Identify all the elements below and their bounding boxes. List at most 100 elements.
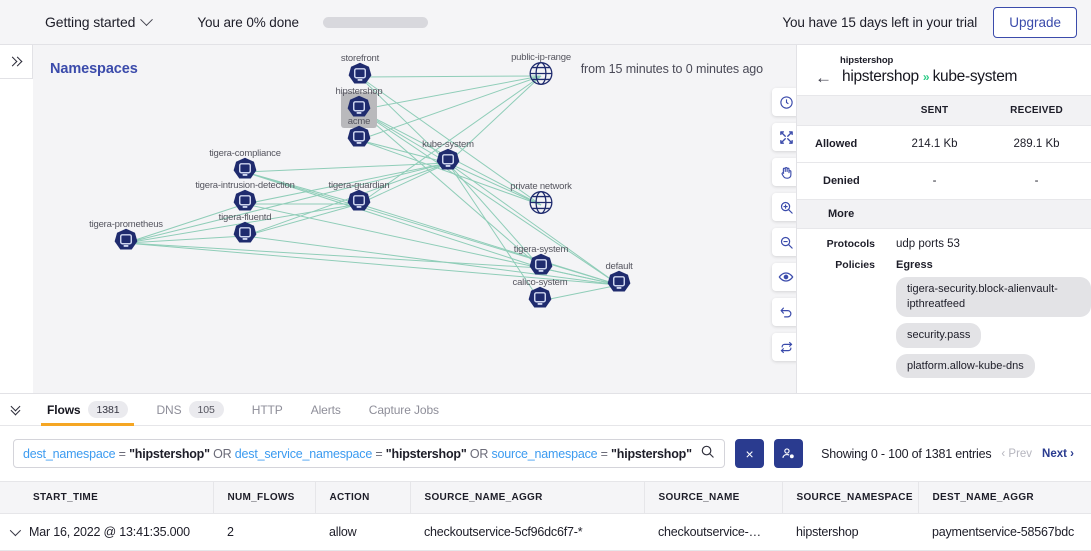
column-header-source_namespace[interactable]: SOURCE_NAMESPACE (782, 481, 919, 514)
upgrade-button[interactable]: Upgrade (993, 6, 1077, 38)
clear-filter-button[interactable]: × (735, 439, 765, 468)
graph-edge (125, 242, 620, 286)
node-label-hipstershop: hipstershop (335, 86, 383, 97)
policy-pill[interactable]: tigera-security.block-alienvault-ipthrea… (896, 277, 1091, 317)
policies-direction: Egress (896, 259, 933, 271)
row-expand-icon[interactable] (9, 524, 22, 537)
column-header-dest_name_aggr[interactable]: DEST_NAME_AGGR (918, 481, 1091, 514)
graph-toolbar (772, 88, 796, 361)
tab-capture-jobs[interactable]: Capture Jobs (355, 394, 453, 426)
query-token: "hipstershop" (129, 446, 210, 461)
node-label-tigera-prometheus: tigera-prometheus (89, 219, 163, 230)
graph-edge (244, 171, 542, 269)
sidebar-expand-button[interactable] (0, 45, 33, 79)
graph-node-public-ip-range[interactable] (528, 61, 554, 92)
detail-header: hipstershop ← hipstershop » kube-system (797, 45, 1091, 95)
column-header-start_time[interactable]: START_TIME (0, 481, 214, 514)
graph-node-acme[interactable] (346, 125, 372, 156)
policies-values: Egress tigera-security.block-alienvault-… (875, 259, 1091, 379)
column-header-source_name[interactable]: SOURCE_NAME (644, 481, 783, 514)
flow-detail-panel: hipstershop ← hipstershop » kube-system … (796, 45, 1091, 393)
graph-edge (125, 235, 246, 244)
graph-edge (358, 139, 542, 206)
cell-source_name: checkoutservice-… (644, 513, 782, 551)
tab-alerts[interactable]: Alerts (297, 394, 355, 426)
node-label-tigera-fluentd: tigera-fluentd (218, 212, 272, 223)
top-bar-left: Getting started You are 0% done (0, 12, 428, 30)
col-sent: SENT (887, 95, 983, 126)
graph-edge (358, 162, 449, 205)
column-header-source_name_aggr[interactable]: SOURCE_NAME_AGGR (410, 481, 645, 514)
search-icon[interactable] (694, 444, 715, 464)
cell-start_time: Mar 16, 2022 @ 13:41:35.000 (0, 513, 213, 551)
graph-edge (540, 267, 620, 286)
zoom-in-icon[interactable] (772, 193, 796, 221)
graph-node-kube-system[interactable] (435, 148, 461, 179)
graph-edge-layer (125, 75, 620, 302)
query-token: dest_service_namespace (234, 446, 373, 461)
cell-source_namespace: hipstershop (782, 513, 918, 551)
node-label-calico-system: calico-system (512, 277, 568, 288)
graph-node-tigera-intrusion-detection[interactable] (232, 189, 258, 220)
graph-node-tigera-prometheus[interactable] (113, 228, 139, 259)
expand-icon[interactable] (772, 123, 796, 151)
graph-node-private-network[interactable] (528, 190, 554, 221)
query-token: = (115, 446, 130, 461)
pagination: Showing 0 - 100 of 1381 entries ‹ Prev N… (821, 447, 1078, 461)
column-header-action[interactable]: ACTION (315, 481, 411, 514)
node-label-tigera-compliance: tigera-compliance (209, 148, 281, 159)
save-filter-button[interactable] (774, 439, 804, 468)
node-label-tigera-intrusion-detection: tigera-intrusion-detection (195, 180, 295, 191)
graph-node-default[interactable] (606, 270, 632, 301)
search-input[interactable]: dest_namespace = "hipstershop" OR dest_s… (13, 439, 726, 468)
allowed-received: 289.1 Kb (982, 125, 1091, 163)
service-graph-panel[interactable]: Namespaces from 15 minutes to 0 minutes … (33, 45, 796, 393)
detail-title-source: hipstershop (842, 68, 919, 85)
clock-icon[interactable] (772, 88, 796, 116)
tab-label: DNS (156, 402, 182, 417)
zoom-out-icon[interactable] (772, 228, 796, 256)
traffic-summary-table: SENT RECEIVED Allowed 214.1 Kb 289.1 Kb … (797, 95, 1091, 200)
more-section-header[interactable]: More (797, 200, 1091, 229)
next-page-button[interactable]: Next › (1042, 447, 1074, 460)
graph-node-tigera-fluentd[interactable] (232, 221, 258, 252)
prev-page-button[interactable]: ‹ Prev (1001, 447, 1033, 460)
refresh-icon[interactable] (772, 333, 796, 361)
row-label-denied: Denied (797, 162, 887, 200)
query-token: OR (209, 446, 235, 461)
node-label-private-network: private network (510, 181, 572, 192)
tab-http[interactable]: HTTP (238, 394, 297, 426)
top-bar: Getting started You are 0% done You have… (0, 0, 1091, 45)
node-label-default: default (605, 261, 633, 272)
graph-node-storefront[interactable] (347, 62, 373, 93)
protocols-row: Protocols udp ports 53 (797, 229, 1091, 250)
undo-icon[interactable] (772, 298, 796, 326)
policy-list: tigera-security.block-alienvault-ipthrea… (896, 271, 1091, 379)
hand-icon[interactable] (772, 158, 796, 186)
col-received: RECEIVED (982, 95, 1091, 126)
graph-node-calico-system[interactable] (527, 286, 553, 317)
collapse-panel-button[interactable] (0, 401, 33, 416)
back-arrow-icon[interactable]: ← (815, 67, 832, 87)
graph-edge (125, 203, 246, 244)
tab-label: HTTP (251, 402, 283, 417)
detail-title-row: ← hipstershop » kube-system (797, 66, 1091, 86)
graph-node-tigera-guardian[interactable] (346, 189, 372, 220)
detail-title-dest: kube-system (932, 68, 1018, 85)
policy-pill[interactable]: security.pass (896, 322, 982, 348)
chevron-down-icon (140, 12, 154, 26)
policy-pill[interactable]: platform.allow-kube-dns (896, 353, 1035, 379)
graph-node-hipstershop[interactable] (346, 95, 372, 126)
graph-node-tigera-compliance[interactable] (232, 157, 258, 188)
graph-node-tigera-system[interactable] (528, 253, 554, 284)
column-header-num_flows[interactable]: NUM_FLOWS (213, 481, 316, 514)
graph-edge (447, 162, 542, 269)
node-label-public-ip-range: public-ip-range (511, 52, 571, 63)
cell-num_flows: 2 (213, 513, 315, 551)
graph-title: Namespaces (50, 61, 138, 77)
getting-started-menu[interactable]: Getting started (45, 12, 154, 30)
eye-icon[interactable] (772, 263, 796, 291)
